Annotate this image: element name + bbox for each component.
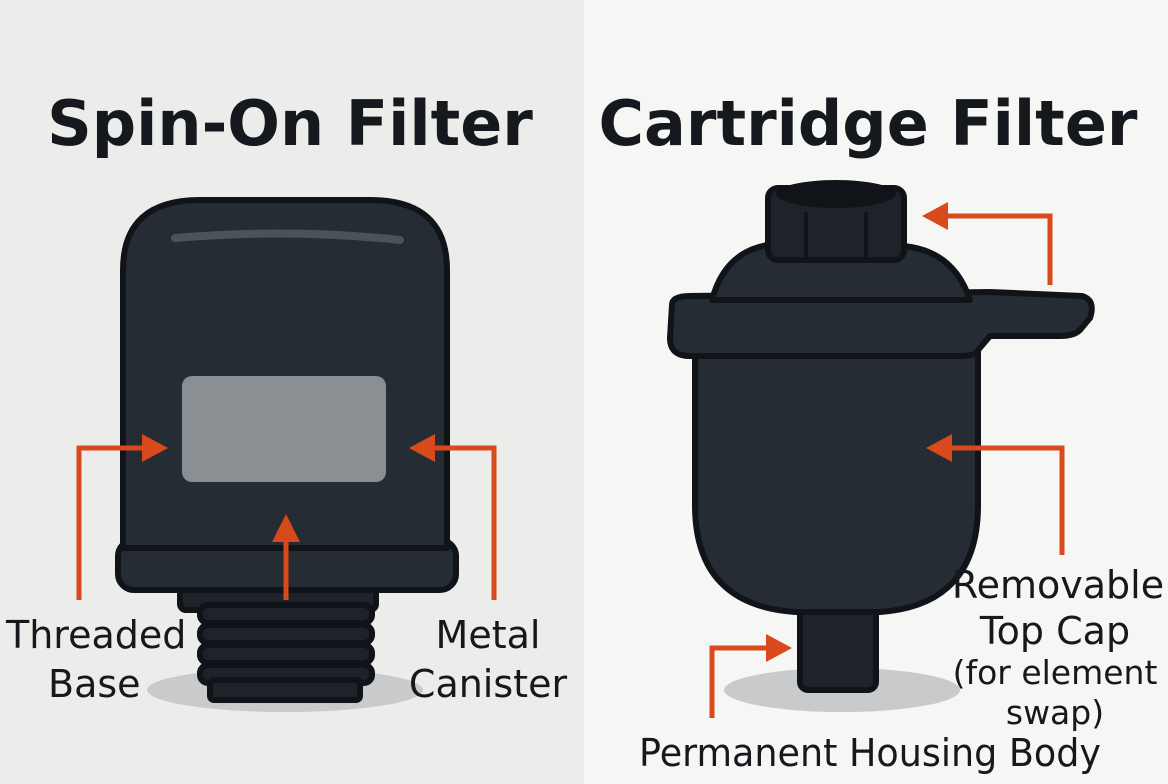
metal-canister-label-line1: Metal <box>436 613 541 657</box>
permanent-housing-arrow <box>709 634 792 718</box>
left-panel: Spin-On Filter <box>5 87 567 712</box>
top-cap-arrow <box>922 202 1053 285</box>
removable-top-cap-label-line3: (for element <box>953 653 1158 692</box>
metal-canister-label-line2: Canister <box>409 662 568 706</box>
threaded-base-arrow <box>76 434 168 600</box>
removable-top-cap-label-line1: Removable <box>952 563 1164 607</box>
metal-canister-illustration <box>120 197 450 551</box>
threaded-base-illustration <box>177 577 379 703</box>
right-panel: Cartridge Filter Removable <box>599 87 1165 775</box>
cartridge-flange <box>667 289 1095 359</box>
canister-highlight <box>171 229 404 244</box>
housing-body-arrow <box>926 434 1065 555</box>
removable-top-cap-label-line2: Top Cap <box>979 609 1130 653</box>
threaded-base-label-line1: Threaded <box>5 613 186 657</box>
permanent-housing-body-illustration <box>692 337 981 615</box>
removable-top-cap-label-line4: swap) <box>1006 693 1104 732</box>
top-cap-opening <box>776 180 896 208</box>
cartridge-title: Cartridge Filter <box>599 87 1138 160</box>
center-up-arrow <box>272 514 300 600</box>
permanent-housing-body-label: Permanent Housing Body <box>639 731 1101 775</box>
spin-on-title: Spin-On Filter <box>47 87 533 160</box>
threaded-base-label-line2: Base <box>48 662 141 706</box>
canister-label-sticker <box>182 376 386 482</box>
metal-canister-arrow <box>409 434 497 600</box>
